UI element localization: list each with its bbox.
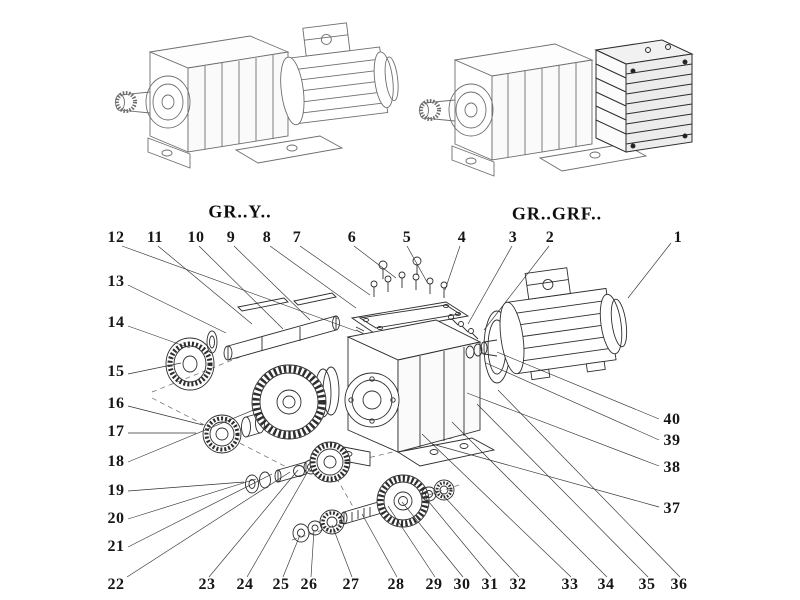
callout-23: 23 xyxy=(198,576,216,593)
model-label-right: GR..GRF.. xyxy=(511,203,603,224)
callout-32: 32 xyxy=(509,576,527,593)
callout-29: 29 xyxy=(425,576,443,593)
output-shaft-assembly xyxy=(165,292,340,391)
exploded-view xyxy=(151,256,628,543)
callout-2: 2 xyxy=(545,229,555,246)
assembled-view-right xyxy=(419,39,694,177)
callout-38: 38 xyxy=(663,459,681,476)
pinion-shaft-assembly xyxy=(245,441,351,494)
callout-18: 18 xyxy=(107,453,125,470)
callout-35: 35 xyxy=(638,576,656,593)
callout-14: 14 xyxy=(107,314,125,331)
callout-34: 34 xyxy=(597,576,615,593)
callout-31: 31 xyxy=(481,576,499,593)
fastener-set xyxy=(370,256,448,298)
intermediate-shaft-assembly xyxy=(292,474,455,543)
callout-17: 17 xyxy=(107,423,125,440)
input-shaft-parts xyxy=(448,310,511,384)
callout-8: 8 xyxy=(262,229,272,246)
callout-15: 15 xyxy=(107,363,125,380)
brake-fin-block xyxy=(594,39,694,153)
callout-9: 9 xyxy=(226,229,236,246)
cover-plate xyxy=(350,301,470,334)
callout-7: 7 xyxy=(292,229,302,246)
callout-19: 19 xyxy=(107,482,125,499)
callout-12: 12 xyxy=(107,229,125,246)
callout-5: 5 xyxy=(402,229,412,246)
callout-27: 27 xyxy=(342,576,360,593)
model-label-left: GR..Y.. xyxy=(208,201,272,222)
callout-24: 24 xyxy=(236,576,254,593)
callout-20: 20 xyxy=(107,510,125,527)
callout-26: 26 xyxy=(300,576,318,593)
callout-1: 1 xyxy=(673,229,683,246)
assembled-view-left xyxy=(115,22,399,169)
callout-30: 30 xyxy=(453,576,471,593)
gear-set xyxy=(202,364,340,454)
callout-16: 16 xyxy=(107,395,125,412)
callout-39: 39 xyxy=(663,432,681,449)
callout-10: 10 xyxy=(187,229,205,246)
callout-36: 36 xyxy=(670,576,688,593)
gear-housing xyxy=(327,319,496,467)
callout-13: 13 xyxy=(107,273,125,290)
motor-left-view xyxy=(280,22,399,126)
callout-33: 33 xyxy=(561,576,579,593)
callout-3: 3 xyxy=(508,229,518,246)
motor xyxy=(499,267,628,381)
callout-28: 28 xyxy=(387,576,405,593)
callout-37: 37 xyxy=(663,500,681,517)
leader-lines xyxy=(121,242,681,578)
callout-11: 11 xyxy=(146,229,164,246)
callout-6: 6 xyxy=(347,229,357,246)
callout-40: 40 xyxy=(663,411,681,428)
callout-22: 22 xyxy=(107,576,125,593)
callout-25: 25 xyxy=(272,576,290,593)
callout-4: 4 xyxy=(457,229,467,246)
callout-21: 21 xyxy=(107,538,125,555)
